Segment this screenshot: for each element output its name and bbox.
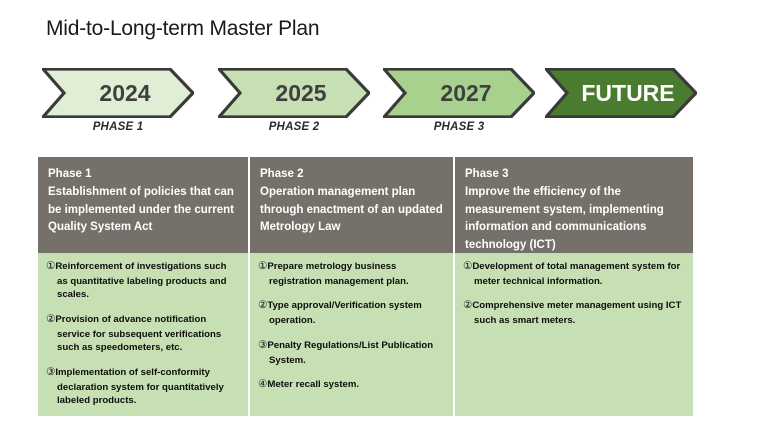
- list-item-text: Provision of advance notification servic…: [55, 313, 222, 354]
- list-item-text: Meter recall system.: [267, 379, 360, 391]
- phase-group-4[interactable]: FUTURE: [545, 68, 697, 138]
- list-item: ①Reinforcement of investigations such as…: [46, 260, 239, 302]
- chevron-shape-2[interactable]: 2025: [218, 68, 370, 118]
- table-body-row: ①Reinforcement of investigations such as…: [38, 253, 693, 416]
- list-item-number: ②: [258, 300, 268, 312]
- header-desc-2: Operation management plan through enactm…: [260, 185, 443, 234]
- list-item-number: ②: [46, 313, 56, 325]
- header-desc-1: Establishment of policies that can be im…: [48, 185, 234, 234]
- list-item-text: Prepare metrology business registration …: [267, 261, 409, 287]
- list-item-number: ③: [46, 366, 56, 378]
- chevron-shape-4[interactable]: FUTURE: [545, 68, 697, 118]
- chevron-icon: [545, 68, 697, 118]
- list-item-number: ①: [46, 261, 56, 272]
- phase-caption-1: PHASE 1: [92, 121, 144, 133]
- list-item: ④Meter recall system.: [258, 378, 444, 393]
- list-item: ②Provision of advance notification servi…: [46, 313, 239, 355]
- list-item: ③Implementation of self-conformity decla…: [46, 366, 239, 408]
- chevron-shape-3[interactable]: 2027: [383, 68, 535, 118]
- table-body-cell-phase-2: ①Prepare metrology business registration…: [250, 253, 455, 416]
- list-item-number: ①: [258, 261, 268, 272]
- list-item: ②Type approval/Verification system opera…: [258, 299, 444, 327]
- master-plan-table: Phase 1 Establishment of policies that c…: [38, 157, 693, 416]
- table-header-cell-phase-3: Phase 3 Improve the efficiency of the me…: [455, 157, 693, 253]
- list-item-text: Implementation of self-conformity declar…: [55, 366, 224, 407]
- list-item-text: Development of total management system f…: [472, 261, 681, 287]
- header-desc-3: Improve the efficiency of the measuremen…: [465, 185, 664, 252]
- header-title-2: Phase 2: [260, 168, 304, 180]
- list-item-number: ④: [258, 379, 268, 391]
- list-item: ③Penalty Regulations/List Publication Sy…: [258, 339, 444, 367]
- header-title-1: Phase 1: [48, 168, 92, 180]
- list-item-number: ①: [463, 261, 473, 272]
- list-item: ①Development of total management system …: [463, 260, 684, 288]
- table-header-cell-phase-1: Phase 1 Establishment of policies that c…: [38, 157, 250, 253]
- page-title: Mid-to-Long-term Master Plan: [46, 17, 320, 40]
- phase-group-2[interactable]: 2025 PHASE 2: [218, 68, 370, 138]
- list-item-text: Comprehensive meter management using ICT…: [472, 300, 682, 327]
- chevron-icon: [218, 68, 370, 118]
- phase-caption-3: PHASE 3: [433, 121, 485, 133]
- list-item: ②Comprehensive meter management using IC…: [463, 299, 684, 327]
- chevron-icon: [383, 68, 535, 118]
- phase-caption-2: PHASE 2: [268, 121, 320, 133]
- list-item-text: Type approval/Verification system operat…: [267, 300, 422, 327]
- chevron-icon: [42, 68, 194, 118]
- chevron-shape-1[interactable]: 2024: [42, 68, 194, 118]
- list-item: ①Prepare metrology business registration…: [258, 260, 444, 288]
- table-header-row: Phase 1 Establishment of policies that c…: [38, 157, 693, 253]
- phase-group-1[interactable]: 2024 PHASE 1: [42, 68, 194, 138]
- phase-timeline: 2024 PHASE 1 2025 PHASE 2 2027 PHASE 3 F…: [0, 68, 768, 138]
- phase-group-3[interactable]: 2027 PHASE 3: [383, 68, 535, 138]
- list-item-text: Reinforcement of investigations such as …: [55, 261, 227, 301]
- table-body-cell-phase-1: ①Reinforcement of investigations such as…: [38, 253, 250, 416]
- list-item-text: Penalty Regulations/List Publication Sys…: [267, 339, 434, 366]
- table-header-cell-phase-2: Phase 2 Operation management plan throug…: [250, 157, 455, 253]
- list-item-number: ②: [463, 300, 473, 312]
- list-item-number: ③: [258, 339, 268, 351]
- table-body-cell-phase-3: ①Development of total management system …: [455, 253, 693, 416]
- header-title-3: Phase 3: [465, 168, 509, 180]
